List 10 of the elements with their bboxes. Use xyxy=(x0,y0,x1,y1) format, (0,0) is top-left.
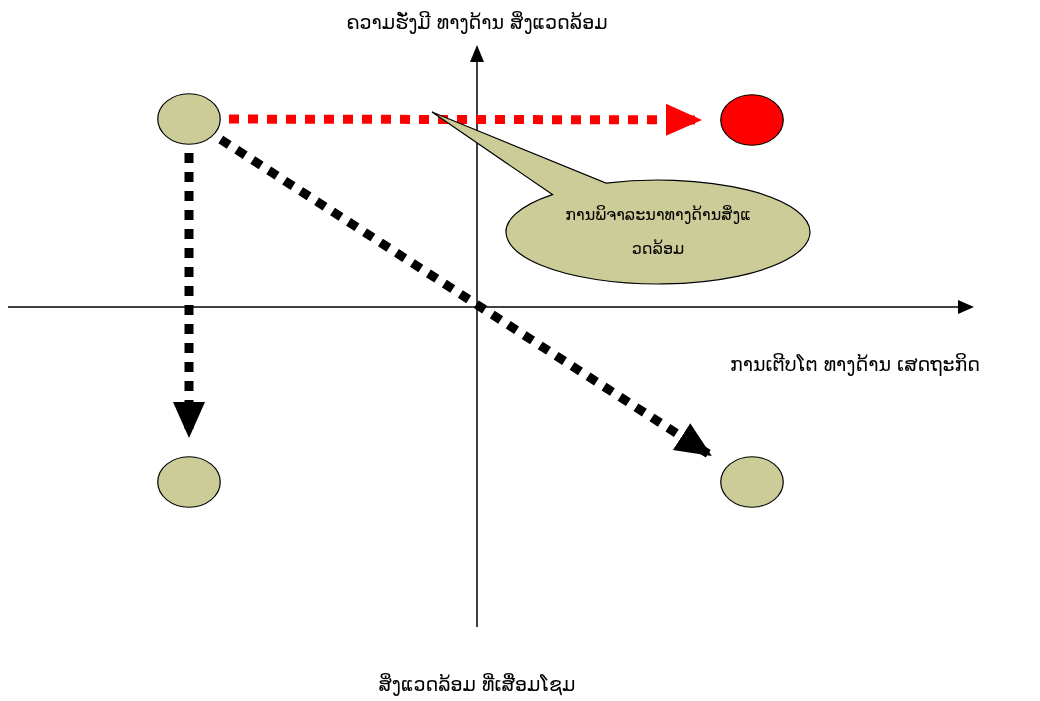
arrow xyxy=(229,103,702,136)
axis-label: ການເຕີບໂຕ ທາງດ້ານ ເສດຖະກິດ xyxy=(730,352,980,377)
ellipse xyxy=(157,456,221,508)
arrow xyxy=(173,153,205,438)
ellipse xyxy=(720,94,784,146)
axis-label: ສິ່ງແວດລ້ອມ ທີ່ເສື່ອມໂຊມ xyxy=(378,672,576,697)
axis-label: ຄວາມຮັ່ງມີ ທາງດ້ານ ສິ່ງແວດລ້ອມ xyxy=(346,10,608,35)
ellipse xyxy=(157,93,221,145)
ellipse xyxy=(720,456,784,508)
callout-text: ການພິຈາລະນາທາງດ້ານສິ່ງແວດລ້ອມ xyxy=(564,204,752,260)
